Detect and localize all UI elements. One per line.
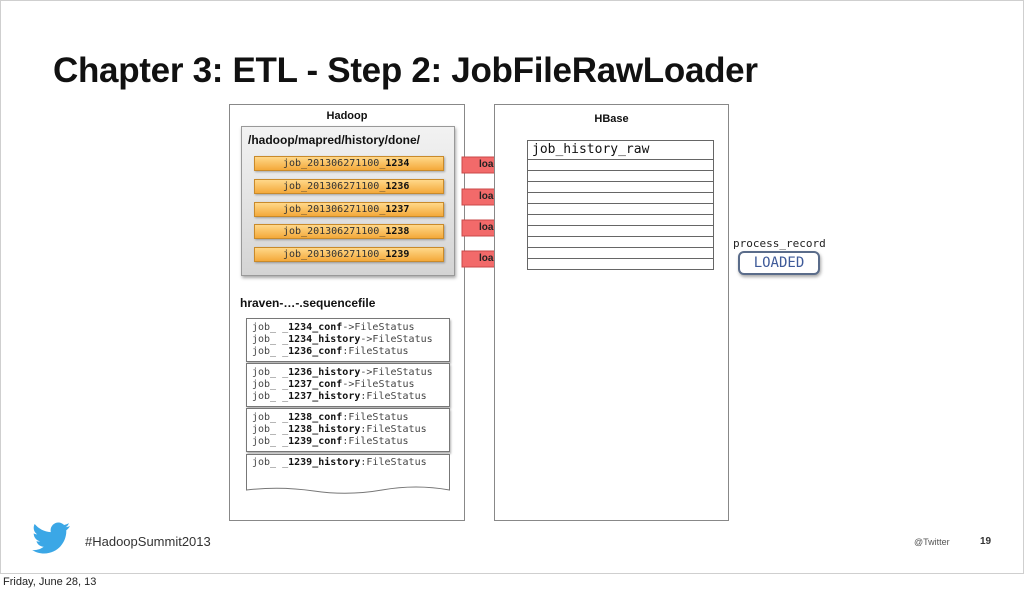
hbase-title: HBase bbox=[594, 113, 629, 125]
table-row bbox=[527, 171, 714, 182]
sequence-entry: job_ _1234_history->FileStatus bbox=[252, 334, 433, 345]
load-label: load bbox=[479, 159, 500, 170]
sequence-block: job_ _1238_conf:FileStatus job_ _1238_hi… bbox=[246, 408, 450, 452]
table-row bbox=[527, 248, 714, 259]
sequence-entry: job_ _1234_conf->FileStatus bbox=[252, 322, 415, 333]
table-row bbox=[527, 193, 714, 204]
load-label: load bbox=[479, 222, 500, 233]
sequence-file-title: hraven-…-.sequencefile bbox=[240, 296, 376, 310]
table-row bbox=[527, 215, 714, 226]
sequence-block: job_ _1234_conf->FileStatus job_ _1234_h… bbox=[246, 318, 450, 362]
twitter-handle: @Twitter bbox=[914, 537, 950, 547]
sequence-entry: job_ _1238_history:FileStatus bbox=[252, 424, 427, 435]
sequence-block-partial: job_ _1239_history:FileStatus bbox=[246, 454, 450, 496]
loaded-status-badge: LOADED bbox=[738, 251, 820, 275]
job-file: job_201306271100_1238 bbox=[254, 224, 444, 239]
hdfs-directory-panel: /hadoop/mapred/history/done/ job_2013062… bbox=[241, 126, 455, 276]
hbase-box: HBase job_history_raw bbox=[494, 104, 729, 521]
sequence-entry: job_ _1239_conf:FileStatus bbox=[252, 436, 409, 447]
job-file: job_201306271100_1239 bbox=[254, 247, 444, 262]
table-row bbox=[527, 160, 714, 171]
slide-title: Chapter 3: ETL - Step 2: JobFileRawLoade… bbox=[53, 51, 758, 90]
hbase-table-name: job_history_raw bbox=[527, 140, 714, 160]
hadoop-title: Hadoop bbox=[326, 110, 368, 122]
sequence-entry: job_ _1237_conf->FileStatus bbox=[252, 379, 415, 390]
hdfs-path: /hadoop/mapred/history/done/ bbox=[248, 133, 421, 147]
sequence-entry: job_ _1236_history->FileStatus bbox=[252, 367, 433, 378]
job-file: job_201306271100_1236 bbox=[254, 179, 444, 194]
load-label: load bbox=[479, 191, 500, 202]
sequence-block: job_ _1236_history->FileStatus job_ _123… bbox=[246, 363, 450, 407]
job-file: job_201306271100_1234 bbox=[254, 156, 444, 171]
process-record-label: process_record bbox=[733, 237, 826, 250]
twitter-bird-icon bbox=[32, 522, 70, 554]
sequence-entry: job_ _1239_history:FileStatus bbox=[252, 457, 427, 468]
table-row bbox=[527, 182, 714, 193]
torn-page-shape bbox=[246, 454, 450, 494]
hadoop-box: Hadoop /hadoop/mapred/history/done/ job_… bbox=[229, 104, 465, 521]
page-number: 19 bbox=[980, 536, 992, 547]
slide: Chapter 3: ETL - Step 2: JobFileRawLoade… bbox=[0, 0, 1024, 574]
sequence-entry: job_ _1237_history:FileStatus bbox=[252, 391, 427, 402]
hashtag: #HadoopSummit2013 bbox=[85, 534, 211, 549]
table-row bbox=[527, 259, 714, 270]
load-label: load bbox=[479, 253, 500, 264]
table-row bbox=[527, 237, 714, 248]
sequence-entry: job_ _1236_conf:FileStatus bbox=[252, 346, 409, 357]
sequence-entry: job_ _1238_conf:FileStatus bbox=[252, 412, 409, 423]
job-file: job_201306271100_1237 bbox=[254, 202, 444, 217]
date-label: Friday, June 28, 13 bbox=[3, 576, 97, 588]
table-row bbox=[527, 226, 714, 237]
table-row bbox=[527, 204, 714, 215]
